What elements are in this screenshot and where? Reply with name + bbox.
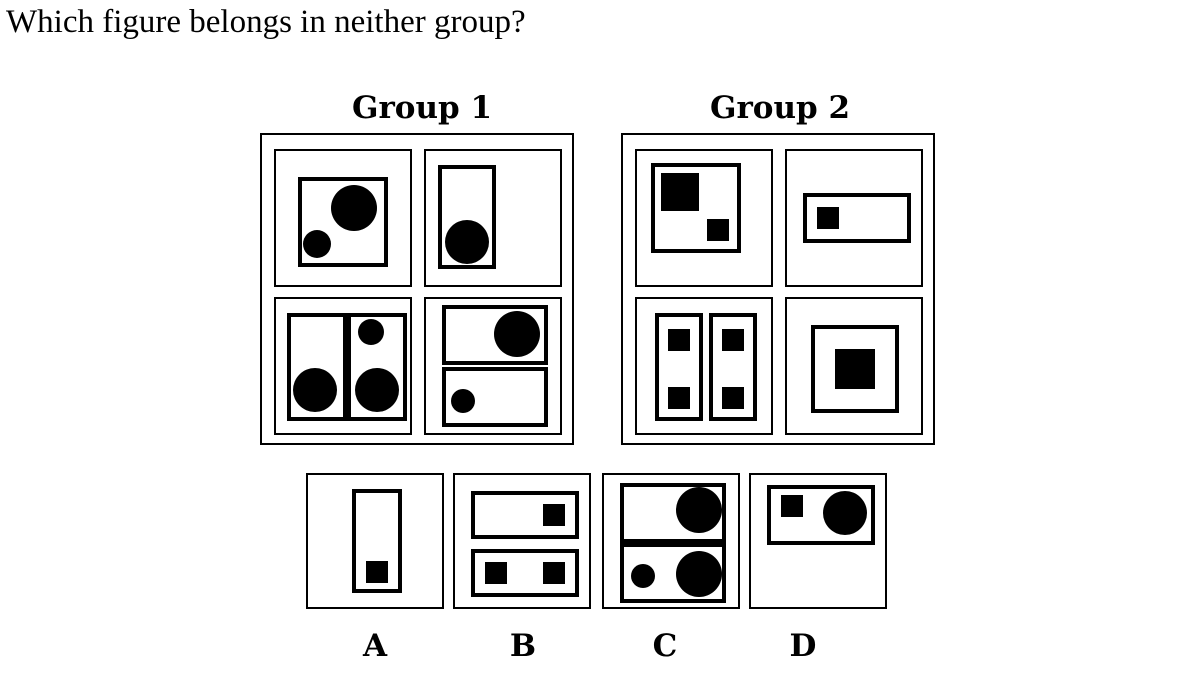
group-2-figure-3 [635, 297, 773, 435]
option-a-label[interactable]: A [362, 628, 388, 664]
group-1-figure-3 [274, 297, 412, 435]
small-square [366, 561, 388, 583]
large-square [661, 173, 699, 211]
large-circle [293, 368, 337, 412]
group-2-title: Group 2 [710, 90, 851, 126]
small-square [543, 562, 565, 584]
group-1-figure-4 [424, 297, 562, 435]
option-c-figure[interactable] [602, 473, 740, 609]
figure-outline-bottom [442, 367, 548, 427]
large-circle [676, 551, 722, 597]
small-circle [631, 564, 655, 588]
large-square [835, 349, 875, 389]
option-a-figure[interactable] [306, 473, 444, 609]
small-square [485, 562, 507, 584]
group-1-title: Group 1 [352, 90, 493, 126]
small-square [668, 329, 690, 351]
small-square [817, 207, 839, 229]
group-1-panel [260, 133, 574, 445]
large-circle [445, 220, 489, 264]
group-2-figure-4 [785, 297, 923, 435]
option-b-label[interactable]: B [509, 628, 537, 664]
option-c-label[interactable]: C [652, 628, 678, 664]
group-2-panel [621, 133, 935, 445]
small-square [707, 219, 729, 241]
large-circle [823, 491, 867, 535]
group-2-figure-1 [635, 149, 773, 287]
group-1-figure-1 [274, 149, 412, 287]
large-circle [676, 487, 722, 533]
small-square [722, 387, 744, 409]
small-circle [451, 389, 475, 413]
group-2-figure-2 [785, 149, 923, 287]
small-square [668, 387, 690, 409]
figure-outline-left [287, 313, 347, 421]
small-circle [303, 230, 331, 258]
option-b-figure[interactable] [453, 473, 591, 609]
question-text: Which figure belongs in neither group? [6, 4, 526, 40]
large-circle [494, 311, 540, 357]
option-d-label[interactable]: D [789, 628, 817, 664]
small-square [781, 495, 803, 517]
large-circle [331, 185, 377, 231]
group-1-figure-2 [424, 149, 562, 287]
small-circle [358, 319, 384, 345]
option-d-figure[interactable] [749, 473, 887, 609]
large-circle [355, 368, 399, 412]
small-square [722, 329, 744, 351]
small-square [543, 504, 565, 526]
